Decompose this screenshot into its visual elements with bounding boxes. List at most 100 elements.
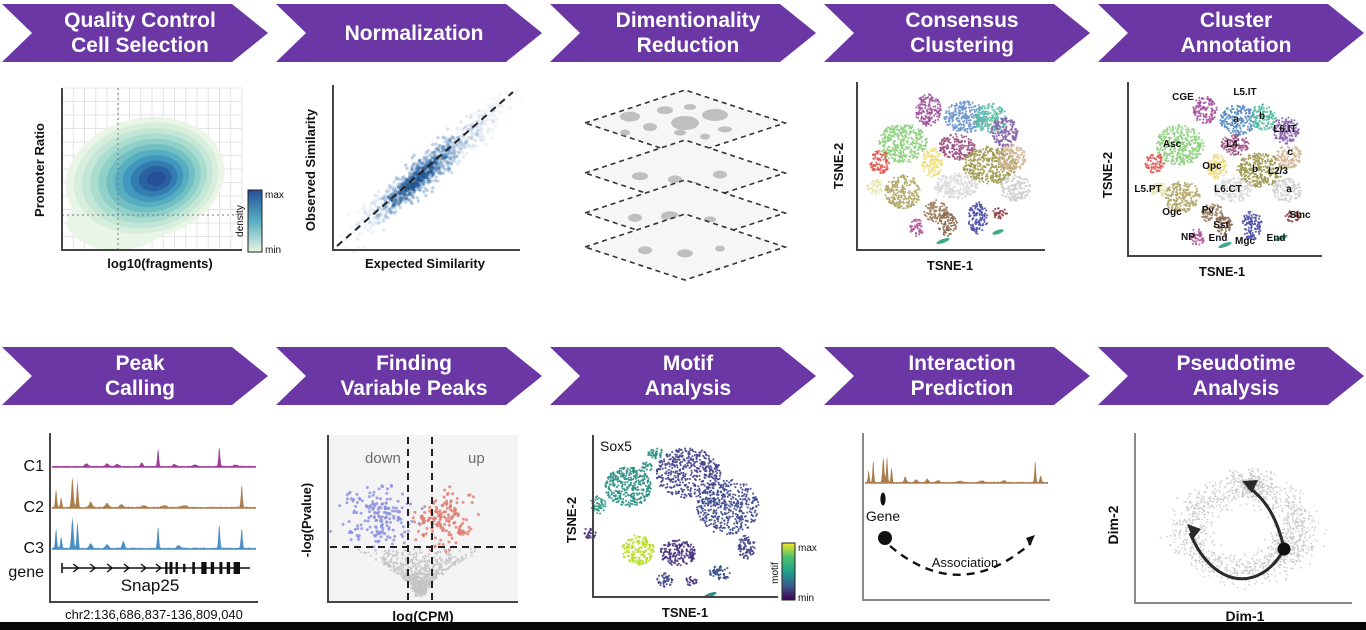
- banner-text: Consensus: [905, 9, 1019, 32]
- plane-stack: [582, 89, 788, 281]
- norm-ylabel: Observed Similarity: [303, 108, 318, 231]
- banner-dimentionality-reduction: Dimentionality Reduction: [550, 4, 816, 62]
- gene-label: Gene: [866, 508, 900, 524]
- gene-name-label: Snap25: [121, 576, 180, 595]
- track-label-gene: gene: [8, 564, 44, 581]
- track-c3: [52, 517, 256, 550]
- cluster-label: NP: [1181, 232, 1195, 243]
- pseudotime-ylabel: Dim-2: [1105, 505, 1121, 544]
- consensus-tsne-plot: TSNE-1 TSNE-2: [831, 82, 1045, 273]
- banner-text: Cluster: [1199, 9, 1273, 32]
- annotation-xlabel: TSNE-1: [1199, 264, 1245, 279]
- trajectory-arrow-2: [1188, 532, 1286, 581]
- cluster-label: CGE: [1172, 92, 1194, 103]
- motif-tsne-plot: Sox5 max min motif TSNE-1 TSNE-2: [564, 435, 817, 620]
- consensus-axes: [856, 82, 1045, 251]
- cluster-label: Pv: [1202, 205, 1215, 216]
- bottom-bar: [0, 622, 1366, 630]
- banner-text: Prediction: [910, 377, 1014, 400]
- dimreduction-planes: [582, 89, 788, 281]
- cluster-label: L6.IT: [1273, 124, 1296, 135]
- motif-colorbar-label: motif: [770, 562, 781, 584]
- banner-consensus-clustering: Consensus Clustering: [824, 4, 1090, 62]
- volcano-xlabel: log(CPM): [392, 608, 453, 624]
- volcano-ylabel: -log(Pvalue): [299, 483, 314, 557]
- volcano-up-label: up: [468, 450, 485, 467]
- banner-quality-control: Quality Control Cell Selection: [2, 4, 268, 62]
- banner-peak-calling: Peak Calling: [2, 347, 268, 405]
- qc-colorbar-max: max: [265, 190, 284, 201]
- association-label: Association: [932, 555, 998, 570]
- banner-text: Pseudotime: [1176, 352, 1296, 375]
- annotation-ylabel: TSNE-2: [1100, 152, 1115, 198]
- qc-colorbar-min: min: [265, 245, 281, 256]
- cluster-label: End: [1267, 233, 1286, 244]
- cluster-label: Asc: [1163, 139, 1182, 150]
- interaction-track: [865, 456, 1048, 484]
- motif-colorbar-min: min: [798, 593, 814, 604]
- cluster-label: a: [1286, 184, 1292, 195]
- cluster-label: Mgc: [1235, 236, 1255, 247]
- cluster-label: L4: [1226, 139, 1238, 150]
- motif-gene-title: Sox5: [600, 438, 632, 454]
- gene-model: [61, 562, 250, 574]
- qc-colorbar: [247, 189, 263, 253]
- motif-clusters: [583, 447, 760, 599]
- cluster-label: Opc: [1202, 161, 1222, 172]
- banner-text: Dimentionality: [615, 9, 761, 32]
- norm-xlabel: Expected Similarity: [365, 256, 486, 271]
- banner-motif-analysis: Motif Analysis: [550, 347, 816, 405]
- banner-text: Calling: [104, 377, 175, 400]
- banner-interaction-prediction: Interaction Prediction: [824, 347, 1090, 405]
- banner-row-1: Quality Control Cell Selection Normaliza…: [2, 4, 1364, 62]
- norm-density-band: [339, 87, 523, 254]
- motif-xlabel: TSNE-1: [662, 605, 708, 620]
- banner-text: Quality Control: [64, 9, 216, 32]
- trajectory-start-dot: [1277, 542, 1291, 556]
- banner-text: Reduction: [636, 34, 740, 57]
- cluster-label: L6.CT: [1214, 184, 1242, 195]
- cluster-label: c: [1287, 147, 1293, 158]
- qc-xlabel: log10(fragments): [107, 256, 212, 271]
- consensus-xlabel: TSNE-1: [927, 258, 973, 273]
- volcano-down-label: down: [365, 450, 401, 467]
- track-label-c1: C1: [24, 458, 45, 475]
- banner-text: Peak: [115, 352, 165, 375]
- banner-normalization: Normalization: [276, 4, 542, 62]
- cluster-label: b: [1252, 164, 1258, 175]
- norm-axes: [332, 85, 520, 251]
- motif-colorbar: [781, 542, 796, 601]
- cluster-label: Ogc: [1162, 207, 1182, 218]
- banner-pseudotime-analysis: Pseudotime Analysis: [1098, 347, 1364, 405]
- track-c1: [52, 447, 256, 468]
- pseudotime-plot: Dim-1 Dim-2: [1105, 433, 1352, 624]
- trajectory-arrowhead-2: [1187, 524, 1201, 539]
- cluster-label: L5.PT: [1134, 184, 1161, 195]
- peak-coordinates-label: chr2:136,686,837-136,809,040: [65, 607, 243, 622]
- peak-axes: [49, 433, 258, 603]
- banner-row-2: Peak Calling Finding Variable Peaks Moti…: [2, 347, 1364, 405]
- track-label-c2: C2: [24, 499, 45, 516]
- qc-density-blob: [65, 116, 225, 250]
- banner-text: Finding: [376, 352, 452, 375]
- motif-colorbar-max: max: [798, 543, 817, 554]
- banner-text: Analysis: [1192, 377, 1280, 400]
- track-label-c3: C3: [24, 540, 45, 557]
- banner-text: Annotation: [1180, 34, 1292, 57]
- banner-text: Cell Selection: [71, 34, 209, 57]
- norm-diagonal-line: [336, 91, 514, 247]
- motif-axes: [592, 435, 778, 598]
- qc-ylabel: Promoter Ratio: [32, 123, 47, 217]
- association-arrowhead: [1026, 535, 1035, 546]
- annotation-axes: [1127, 82, 1322, 257]
- normalization-plot: Expected Similarity Observed Similarity: [303, 85, 523, 271]
- banner-text: Motif: [662, 352, 714, 375]
- banner-text: Analysis: [644, 377, 732, 400]
- cluster-label: b: [1259, 111, 1265, 122]
- association-arc: [889, 542, 1032, 576]
- volcano-axes: [327, 435, 518, 603]
- annotation-clusters: [1144, 95, 1303, 249]
- banner-text: Normalization: [344, 21, 484, 45]
